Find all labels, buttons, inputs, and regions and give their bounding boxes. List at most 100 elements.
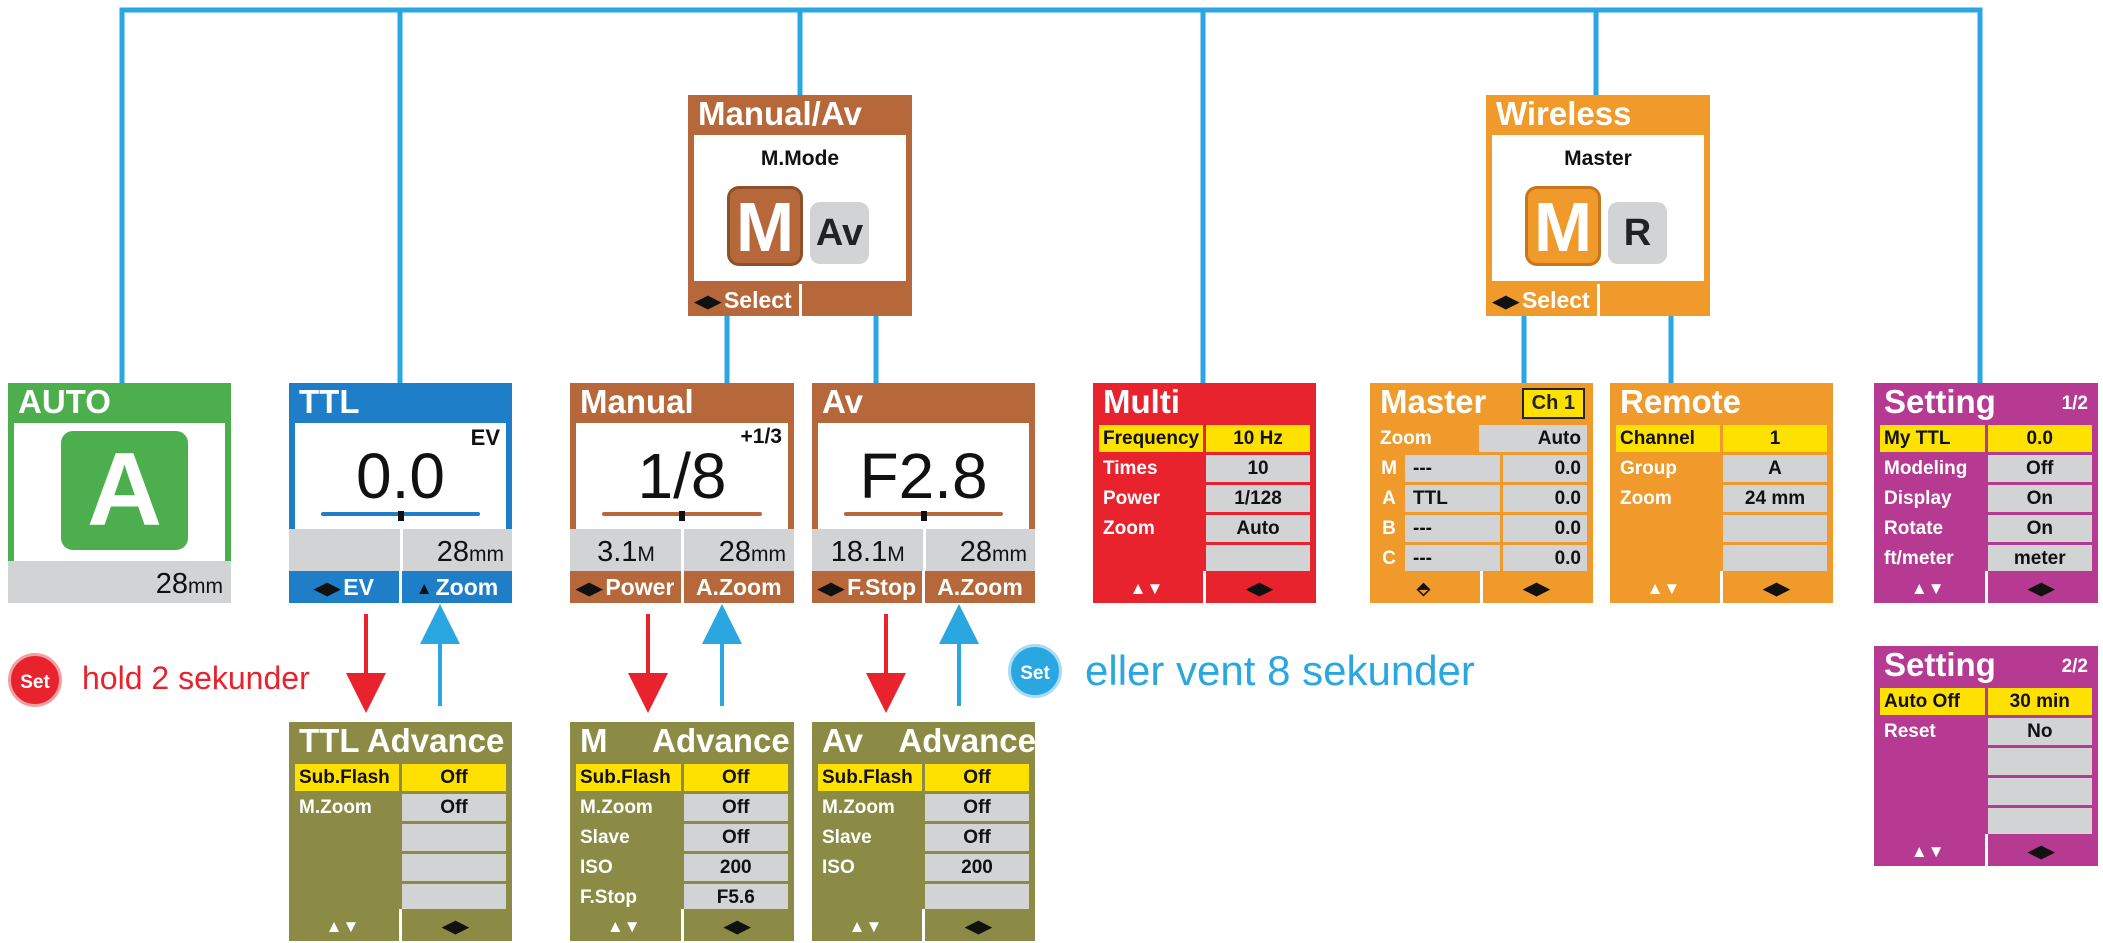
multi-row-label: Times [1099,455,1204,482]
master-group-row[interactable]: M---0.0 [1376,455,1587,482]
master-left-right-button[interactable]: ◀▶ [1480,571,1593,603]
manual-av-panel[interactable]: Manual/Av M.Mode M Av ◀▶Select [688,95,912,316]
multi-left-right-button[interactable]: ◀▶ [1203,571,1316,603]
remote-row[interactable] [1616,545,1827,572]
setting2-row-value: No [1987,718,2092,745]
mode-remote-option[interactable]: R [1608,202,1667,264]
mode-master-option[interactable]: M [1525,186,1601,266]
ttl-adv-row[interactable] [295,824,506,851]
m-advance-left-right-button[interactable]: ◀▶ [680,909,795,941]
setting2-row-label [1880,748,1985,775]
mode-av-option[interactable]: Av [810,202,869,264]
av-advance-up-down-button[interactable]: ▲▼ [812,909,922,941]
manual-panel[interactable]: Manual +1/3 1/8 3.1M 28mm ◀▶Power A.Zoom [570,383,794,603]
wireless-select-button[interactable]: ◀▶Select [1486,284,1597,316]
setting1-left-right-button[interactable]: ◀▶ [1984,571,2099,603]
setting1-up-down-button[interactable]: ▲▼ [1874,571,1985,603]
ttl-adv-row[interactable] [295,854,506,881]
manual-power-button[interactable]: ◀▶Power [570,571,681,603]
wireless-panel[interactable]: Wireless Master M R ◀▶Select [1486,95,1710,316]
mode-m-option[interactable]: M [727,186,803,266]
av-adv-row[interactable] [818,884,1029,911]
m-advance-up-down-button[interactable]: ▲▼ [570,909,681,941]
advance-row-value: Off [683,824,788,851]
ttl-advance-left-right-button[interactable]: ◀▶ [399,909,512,941]
setting2-row[interactable] [1880,748,2092,775]
mode-av-letter: Av [815,212,864,254]
av-fstop-button[interactable]: ◀▶F.Stop [812,571,922,603]
manual-av-select-button[interactable]: ◀▶Select [688,284,799,316]
advance-row-label: M.Zoom [295,794,400,821]
setting2-up-down-button[interactable]: ▲▼ [1874,834,1985,866]
manual-azoom-button[interactable]: A.Zoom [680,571,795,603]
auto-panel[interactable]: AUTO A 28mm [8,383,231,603]
master-up-down-button[interactable]: ⬘ [1370,571,1480,603]
m-advance-title: M Advance [580,722,790,759]
ttl-advance-up-down-button[interactable]: ▲▼ [289,909,399,941]
ttl-zoom-button[interactable]: ▲Zoom [399,571,512,603]
advance-row-value: Off [683,764,788,791]
remote-up-down-button[interactable]: ▲▼ [1610,571,1720,603]
master-group-row[interactable]: B---0.0 [1376,515,1587,542]
manual-av-subtitle: M.Mode [760,147,840,170]
av-advance-left-right-button[interactable]: ◀▶ [922,909,1035,941]
advance-row-value: Off [925,764,1029,791]
multi-row[interactable] [1099,545,1310,572]
remote-left-right-button[interactable]: ◀▶ [1720,571,1833,603]
av-panel[interactable]: Av F2.8 18.1M 28mm ◀▶F.Stop A.Zoom [812,383,1035,603]
av-azoom-button[interactable]: A.Zoom [922,571,1035,603]
manual-av-title: Manual/Av [698,95,862,132]
remote-row[interactable] [1616,515,1827,542]
master-channel-badge: Ch 1 [1521,388,1585,419]
multi-up-down-button[interactable]: ▲▼ [1093,571,1203,603]
master-group-row[interactable]: C---0.0 [1376,545,1587,572]
setting2-left-right-button[interactable]: ◀▶ [1984,834,2099,866]
ttl-ev-scale [321,511,480,521]
master-group-value: 0.0 [1503,455,1587,482]
ttl-ev-button[interactable]: ◀▶EV [289,571,399,603]
manual-footer: ◀▶Power A.Zoom [570,571,794,603]
setting1-page: 1/2 [2061,393,2088,414]
ttl-panel[interactable]: TTL EV 0.0 28mm ◀▶EV ▲Zoom [289,383,512,603]
setting2-row[interactable] [1880,778,2092,805]
ttl-adv-row[interactable] [295,884,506,911]
setting2-row[interactable] [1880,808,2092,835]
up-down-arrows-icon: ▲▼ [325,917,360,936]
